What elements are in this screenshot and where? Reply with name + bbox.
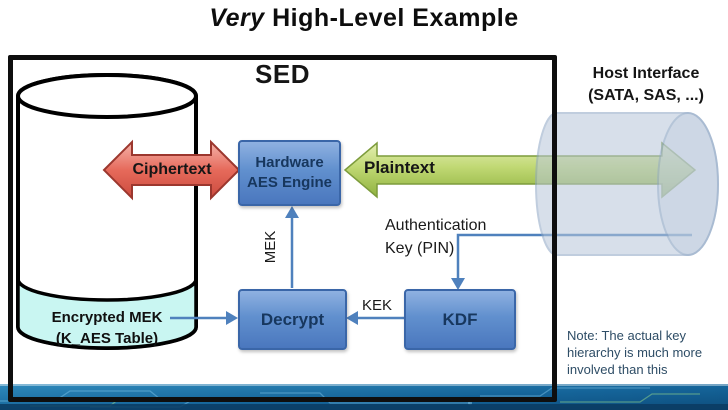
plaintext-label: Plaintext (364, 158, 435, 177)
auth-key-line1: Authentication (385, 217, 487, 234)
host-cylinder (535, 112, 719, 256)
auth-key-label: Authentication Key (PIN) (385, 214, 486, 260)
aes-engine-label-line1: Hardware (255, 154, 324, 171)
note-line2: hierarchy is much more (567, 345, 703, 360)
auth-key-line2: Key (PIN) (385, 240, 455, 257)
decrypt-box: Decrypt (238, 289, 347, 350)
note-line1: Note: The actual key (567, 328, 686, 343)
sed-label: SED (255, 59, 310, 89)
aes-engine-label-line2: AES Engine (246, 174, 332, 191)
decrypt-label: Decrypt (260, 309, 325, 329)
host-interface-label: Host Interface (SATA, SAS, ...) (568, 63, 724, 107)
mek-arrow (285, 206, 299, 288)
note-text: Note: The actual key hierarchy is much m… (567, 327, 727, 378)
kek-arrow (346, 311, 404, 325)
encrypted-mek-label: Encrypted MEK (K_AES Table) (25, 307, 189, 349)
bottom-band (0, 384, 728, 410)
ciphertext-label: Ciphertext (132, 161, 212, 178)
note-line3: involved than this (567, 362, 668, 377)
host-interface-line1: Host Interface (592, 65, 700, 82)
encrypted-mek-line1: Encrypted MEK (51, 309, 163, 326)
slide-title-italic: Very (209, 4, 265, 32)
kek-label: KEK (361, 297, 392, 314)
kdf-label: KDF (442, 309, 478, 329)
kdf-box: KDF (404, 289, 516, 350)
encrypted-mek-band (16, 278, 198, 350)
aes-engine-box: Hardware AES Engine (238, 140, 341, 206)
encrypted-mek-arrow (170, 311, 238, 325)
disk-cylinder (16, 73, 198, 350)
host-interface-line2: (SATA, SAS, ...) (588, 87, 704, 104)
mek-label: MEK (262, 230, 279, 264)
slide-title: Very High-Level Example (0, 4, 728, 33)
slide-title-rest: High-Level Example (264, 4, 519, 32)
encrypted-mek-line2: (K_AES Table) (55, 330, 159, 347)
